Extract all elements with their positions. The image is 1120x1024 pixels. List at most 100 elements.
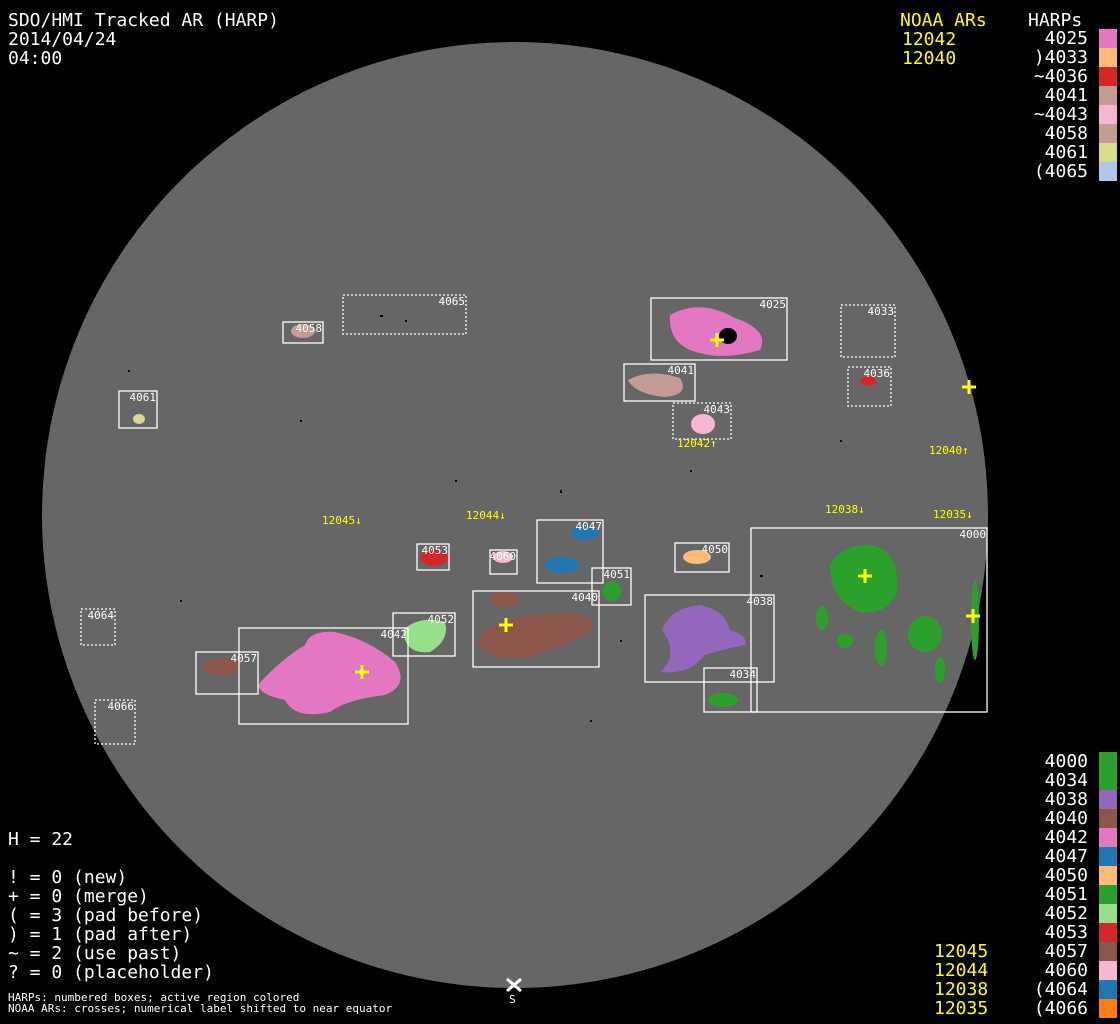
- bottom-harp-swatch: [1099, 771, 1117, 790]
- region-4025: [669, 307, 763, 356]
- noaa-cross-12042: [710, 333, 724, 347]
- bottom-harp-label: 4052: [1044, 903, 1088, 924]
- harp-box-4041: [623, 363, 696, 402]
- noaa-crosses: [355, 333, 980, 679]
- harp-label-4042: 4042: [381, 628, 408, 641]
- bottom-harp-label: 4057: [1044, 941, 1088, 962]
- region-4060: [493, 551, 513, 563]
- harp-label-4053: 4053: [422, 544, 449, 557]
- top-harp-label: (4065: [1033, 161, 1088, 182]
- bottom-harp-swatch: [1099, 961, 1117, 980]
- stat-placeholder: ? = 0 (placeholder): [8, 962, 214, 983]
- footer-line-1: HARPs: numbered boxes; active region col…: [8, 991, 300, 1004]
- bottom-harp-label: 4051: [1044, 884, 1088, 905]
- bottom-harp-label: 4038: [1044, 789, 1088, 810]
- harp-label-4058: 4058: [296, 322, 323, 335]
- harp-label-4041: 4041: [668, 364, 695, 377]
- footer-line-2: NOAA ARs: crosses; numerical label shift…: [8, 1002, 393, 1015]
- bottom-harp-label: 4060: [1044, 960, 1088, 981]
- harp-box-4047: [536, 519, 604, 584]
- region-4050: [683, 550, 711, 564]
- noaa-bottom-0: 12045: [934, 941, 989, 962]
- top-harp-swatch: [1099, 124, 1117, 143]
- region-4043: [691, 414, 715, 434]
- harp-box-4036: [847, 366, 892, 407]
- bottom-harp-label: 4000: [1044, 751, 1088, 772]
- top-harp-swatch: [1099, 162, 1117, 181]
- noaa-label-12038: 12038↓: [825, 503, 865, 516]
- harp-label-4040: 4040: [572, 591, 599, 604]
- harp-box-4033: [840, 304, 896, 358]
- bottom-harp-swatch: [1099, 999, 1117, 1018]
- harp-box-4051: [591, 567, 632, 606]
- noaa-bottom-2: 12038: [934, 979, 989, 1000]
- south-label: S: [509, 993, 516, 1006]
- noaa-cross-12044: [499, 618, 513, 632]
- harp-label-4038: 4038: [747, 595, 774, 608]
- bottom-harp-label: 4040: [1044, 808, 1088, 829]
- bottom-harp-label: (4064: [1033, 979, 1088, 1000]
- top-harp-label: ~4043: [1033, 104, 1088, 125]
- bottom-harp-label: 4047: [1044, 846, 1088, 867]
- bottom-harp-swatch: [1099, 942, 1117, 961]
- region-4052: [403, 619, 446, 653]
- stat-new: ! = 0 (new): [8, 867, 128, 888]
- noaa-label-12044: 12044↓: [466, 509, 506, 522]
- title: SDO/HMI Tracked AR (HARP): [8, 10, 279, 31]
- harp-box-4038: [644, 594, 775, 683]
- region-4047b: [545, 557, 579, 573]
- noaa-labels: 12045↓ 12044↓ 12042↑ 12040↑ 12038↓ 12035…: [322, 437, 973, 527]
- top-harp-label: 4025: [1044, 28, 1088, 49]
- solar-disk: [42, 42, 988, 988]
- harps-title: HARPs: [1028, 10, 1083, 31]
- top-harp-label: )4033: [1033, 47, 1088, 68]
- noaa-ars-title: NOAA ARs: [900, 10, 987, 31]
- harp-label-4025: 4025: [760, 298, 787, 311]
- top-harp-swatch: [1099, 67, 1117, 86]
- harp-box-4034: [703, 667, 758, 713]
- harp-label-4065: 4065: [439, 295, 466, 308]
- bottom-harp-label: 4050: [1044, 865, 1088, 886]
- sunspot-specks: [128, 315, 842, 722]
- harp-box-4025: [650, 297, 788, 361]
- bottom-harp-label: 4042: [1044, 827, 1088, 848]
- bottom-harp-swatch: [1099, 980, 1117, 999]
- noaa-label-12040: 12040↑: [929, 444, 969, 457]
- bottom-harp-swatch: [1099, 885, 1117, 904]
- harp-boxes: [80, 294, 988, 745]
- harp-box-4050: [674, 542, 730, 573]
- noaa-top-0: 12042: [902, 29, 957, 50]
- top-harp-swatch: [1099, 48, 1117, 67]
- top-harp-label: 4061: [1044, 142, 1088, 163]
- harp-box-4052: [392, 612, 456, 657]
- region-4051: [603, 581, 621, 601]
- region-4058: [291, 324, 315, 338]
- region-4047a: [571, 526, 599, 540]
- top-harp-label: 4058: [1044, 123, 1088, 144]
- top-harp-swatch: [1099, 143, 1117, 162]
- region-4036: [860, 376, 876, 386]
- harp-box-4040: [472, 590, 600, 668]
- bottom-harp-swatch: [1099, 923, 1117, 942]
- harp-box-4061: [118, 390, 158, 429]
- region-4040a: [491, 591, 519, 607]
- noaa-cross-12038: [858, 569, 872, 583]
- harp-label-4047: 4047: [576, 520, 603, 533]
- region-4042: [258, 631, 401, 715]
- harp-label-4057: 4057: [231, 652, 258, 665]
- harp-box-4043: [672, 402, 732, 440]
- bottom-harp-label: 4053: [1044, 922, 1088, 943]
- stat-merge: + = 0 (merge): [8, 886, 149, 907]
- harp-box-4064: [80, 608, 116, 646]
- noaa-cross-12045: [355, 665, 369, 679]
- harp-box-4058: [282, 321, 324, 344]
- noaa-cross-12040: [962, 380, 976, 394]
- harp-label-4061: 4061: [130, 391, 157, 404]
- stat-use-past: ~ = 2 (use past): [8, 943, 182, 964]
- bottom-harp-swatch: [1099, 866, 1117, 885]
- harp-label-4064: 4064: [88, 609, 115, 622]
- bottom-harp-swatch: [1099, 828, 1117, 847]
- harp-label-4000: 4000: [960, 528, 987, 541]
- time: 04:00: [8, 48, 63, 69]
